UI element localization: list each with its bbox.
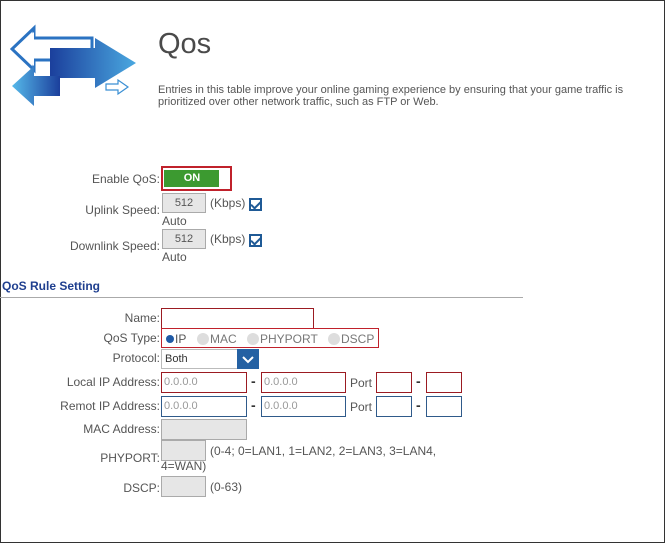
toggle-knob — [219, 170, 229, 187]
enable-qos-label: Enable QoS: — [91, 172, 160, 186]
qos-type-phyport-label: PHYPORT — [260, 332, 318, 346]
rule-name-label: Name: — [124, 311, 160, 325]
local-ip-label: Local IP Address: — [66, 375, 160, 389]
qos-arrows-logo — [10, 24, 136, 106]
uplink-speed-label: Uplink Speed: — [85, 203, 160, 217]
qos-type-mac-label: MAC — [210, 332, 237, 346]
dscp-hint: (0-63) — [210, 480, 243, 494]
qos-type-radio-group: IP MAC PHYPORT DSCP — [161, 328, 379, 348]
page-description: Entries in this table improve your onlin… — [158, 84, 624, 108]
protocol-label: Protocol: — [112, 351, 160, 365]
downlink-speed-input[interactable]: 512 — [162, 229, 206, 249]
uplink-auto-checkbox[interactable] — [249, 198, 262, 211]
uplink-auto-label: Auto — [162, 214, 187, 228]
phyport-hint: (0-4; 0=LAN1, 1=LAN2, 2=LAN3, 3=LAN4, 4=… — [161, 444, 437, 473]
downlink-auto-label: Auto — [162, 250, 187, 264]
local-port-range-separator: - — [416, 373, 421, 389]
protocol-select[interactable]: Both — [161, 349, 259, 369]
rule-name-input[interactable] — [161, 308, 314, 329]
remote-ip-start-input[interactable]: 0.0.0.0 — [161, 396, 247, 417]
qos-type-label: QoS Type: — [103, 331, 160, 345]
local-ip-end-input[interactable]: 0.0.0.0 — [261, 372, 346, 393]
phyport-label: PHYPORT: — [100, 451, 160, 465]
qos-type-dscp-label: DSCP — [341, 332, 375, 346]
local-port-start-input[interactable] — [376, 372, 412, 393]
phyport-input[interactable] — [161, 440, 206, 461]
remote-port-start-input[interactable] — [376, 396, 412, 417]
local-ip-start-input[interactable]: 0.0.0.0 — [161, 372, 247, 393]
qos-type-phyport-radio[interactable] — [247, 333, 259, 345]
remote-ip-end-input[interactable]: 0.0.0.0 — [261, 396, 346, 417]
page-title: Qos — [158, 28, 212, 60]
mac-address-input[interactable] — [161, 419, 247, 440]
uplink-unit: (Kbps) — [210, 196, 246, 210]
remote-ip-range-separator: - — [251, 397, 256, 413]
mac-address-label: MAC Address: — [83, 422, 160, 436]
downlink-auto-checkbox[interactable] — [249, 234, 262, 247]
section-divider — [0, 297, 523, 298]
local-ip-range-separator: - — [251, 373, 256, 389]
local-port-label: Port — [350, 376, 373, 390]
remote-port-label: Port — [350, 400, 373, 414]
dscp-label: DSCP: — [123, 481, 160, 495]
qos-type-dscp-radio[interactable] — [328, 333, 340, 345]
protocol-selected-value: Both — [165, 353, 188, 365]
remote-ip-label: Remot IP Address: — [60, 399, 160, 413]
local-port-end-input[interactable] — [426, 372, 462, 393]
enable-qos-toggle[interactable]: ON — [161, 166, 232, 191]
chevron-down-icon[interactable] — [237, 349, 259, 369]
qos-type-mac-radio[interactable] — [197, 333, 209, 345]
uplink-speed-input[interactable]: 512 — [162, 193, 206, 213]
toggle-state-label: ON — [164, 170, 220, 187]
qos-type-ip-label: IP — [175, 332, 187, 346]
remote-port-end-input[interactable] — [426, 396, 462, 417]
remote-port-range-separator: - — [416, 397, 421, 413]
downlink-unit: (Kbps) — [210, 232, 246, 246]
downlink-speed-label: Downlink Speed: — [69, 239, 160, 253]
qos-type-ip-radio[interactable] — [164, 333, 176, 345]
dscp-input[interactable] — [161, 476, 206, 497]
qos-rule-section-title: QoS Rule Setting — [2, 279, 101, 293]
